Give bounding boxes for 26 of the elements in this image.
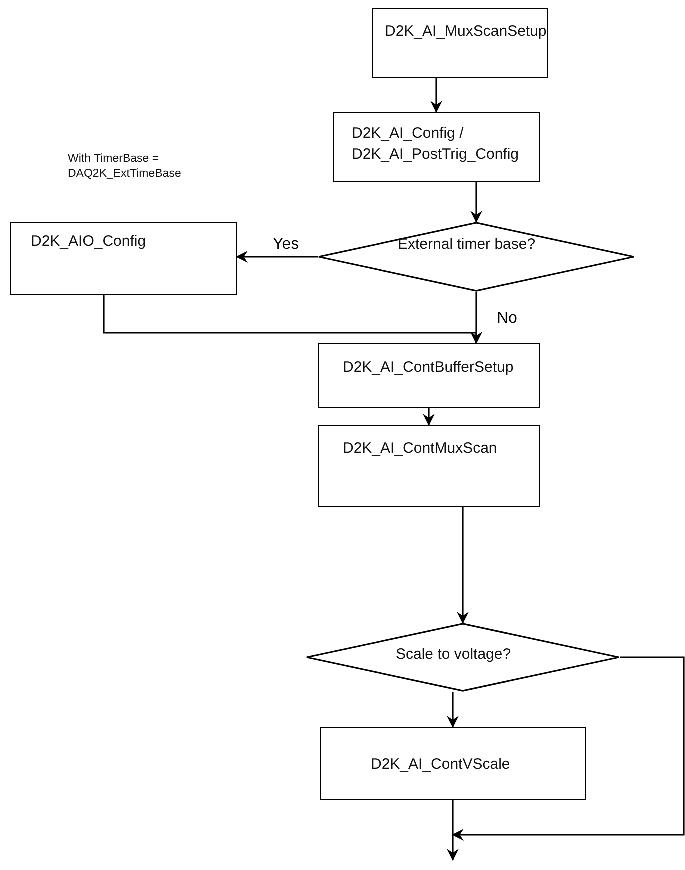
node-label: Scale to voltage? <box>396 645 512 665</box>
node-label: D2K_AI_ContMuxScan <box>343 439 498 459</box>
decision-diamond <box>306 623 620 692</box>
arrow <box>470 182 482 223</box>
node-label: External timer base? <box>398 235 536 255</box>
node-label: D2K_AI_ContVScale <box>371 755 510 775</box>
arrow <box>430 78 442 113</box>
process-box <box>372 8 548 78</box>
arrow <box>447 800 459 861</box>
arrow <box>452 656 685 841</box>
arrow <box>457 507 469 624</box>
process-box <box>333 112 540 182</box>
arrow <box>103 295 482 344</box>
note-text: With TimerBase = DAQ2K_ExtTimeBase <box>68 152 182 182</box>
node-label: D2K_AI_MuxScanSetup <box>385 22 547 42</box>
process-box <box>10 222 237 295</box>
process-box <box>318 425 540 507</box>
arrow <box>236 251 318 263</box>
arrow <box>447 692 459 728</box>
node-label: D2K_AI_Config / D2K_AI_PostTrig_Config <box>352 124 520 165</box>
decision-diamond <box>318 222 635 292</box>
process-box <box>320 727 586 800</box>
arrow <box>423 408 435 426</box>
node-label: D2K_AIO_Config <box>31 232 146 252</box>
node-label: D2K_AI_ContBufferSetup <box>343 358 514 378</box>
process-box <box>318 343 540 408</box>
